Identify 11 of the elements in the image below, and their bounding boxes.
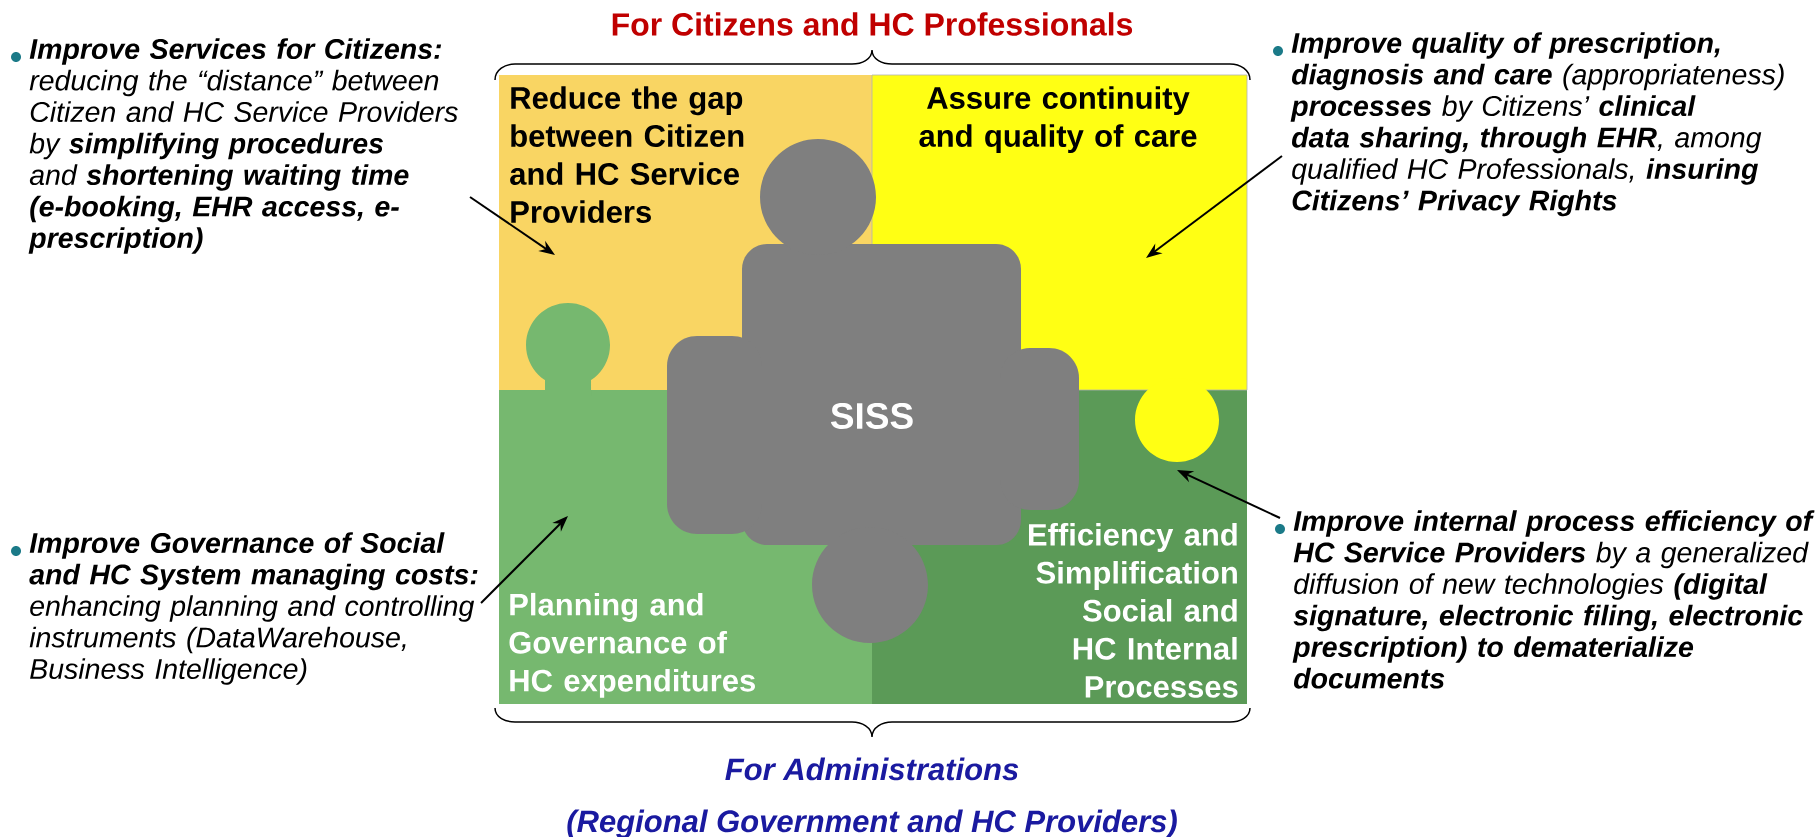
piece-label: Assure continuity and quality of care	[919, 86, 1197, 154]
piece-label: SISS	[830, 402, 913, 430]
bullet-point: Improve Governance of Social and HC System managing costs: enhancing planning and controlling instruments (DataWarehouse, Business Intelligence)	[11, 532, 478, 685]
piece-label: Reduce the gap between Citizen and HC Service Providers	[510, 86, 744, 223]
bullet-point: Improve internal process efficiency of HC Service Providers by a generalized diffusion of new technologies (digital signature, electronic filing, electronic prescription) to dematerialize documents	[1275, 510, 1815, 689]
bullet-point: Improve quality of prescription, diagnosis and care (appropriateness) processes by Citizens’ clinical data sharing, through EHR, among qualified HC Professionals, insuring Citizens’ Privacy Rights	[1273, 32, 1784, 217]
bullet-point: Improve Services for Citizens: reducing the “distance” between Citizen and HC Service Providers by simplifying procedures and shortening waiting time (e-booking, EHR access, e-prescription)	[11, 38, 458, 254]
group-label: For Administrations	[725, 757, 1019, 781]
heading: For Citizens and HC Professionals	[612, 12, 1133, 36]
piece-label: Efficiency and Simplification Social and HC Internal Processes	[1029, 523, 1238, 698]
piece-label: Planning and Governance of HC expenditures	[509, 592, 755, 698]
